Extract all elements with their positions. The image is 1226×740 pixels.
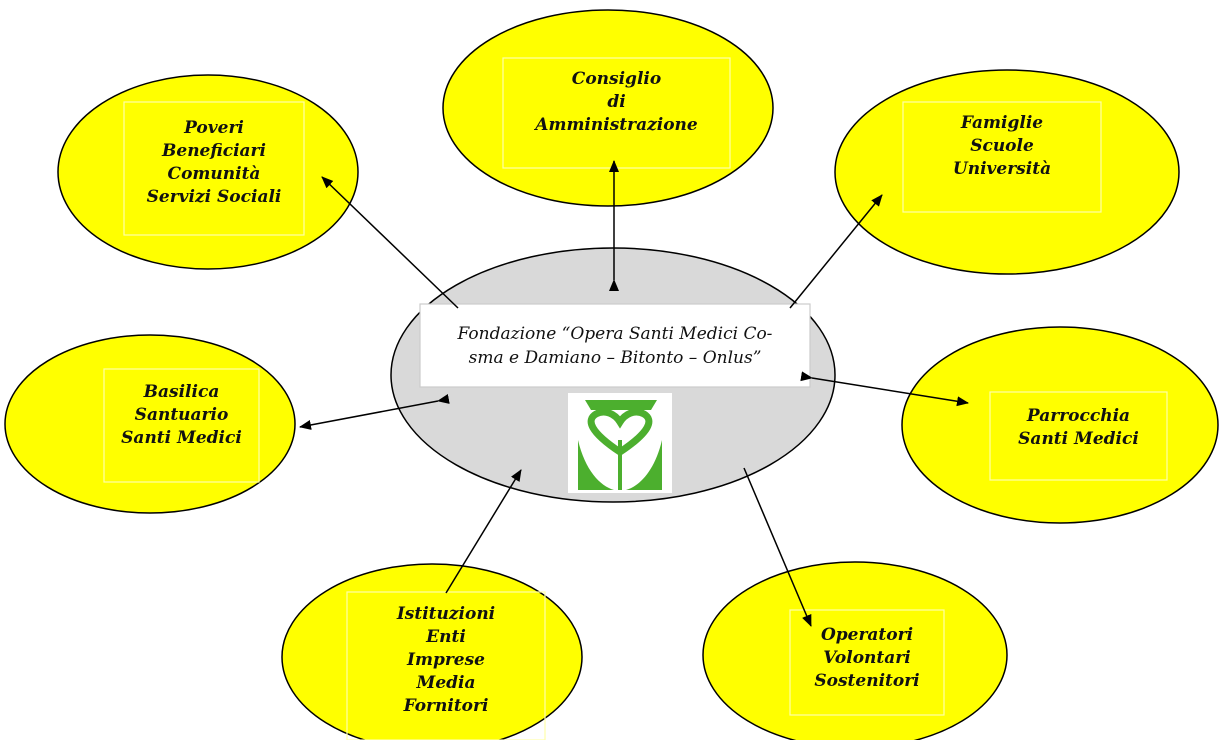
center-line: sma e Damiano – Bitonto – Onlus” — [468, 347, 762, 368]
center-label: Fondazione “Opera Santi Medici Co- sma e… — [420, 304, 810, 387]
logo-left-wing — [578, 440, 614, 490]
logo-right-wing — [626, 440, 662, 490]
basilica-box — [103, 368, 260, 483]
famiglie-label: Famiglie Scuole Università — [903, 104, 1101, 189]
poveri-line: Servizi Sociali — [146, 187, 282, 207]
famiglie-ellipse — [834, 69, 1180, 275]
poveri-line: Poveri — [184, 118, 244, 138]
connector-famiglie — [789, 194, 883, 309]
consiglio-line: Consiglio — [571, 69, 662, 89]
poveri-label: Poveri Beneficiari Comunità Servizi Soci… — [124, 108, 304, 218]
operatori-line: Operatori — [820, 625, 914, 645]
parrocchia-box — [989, 391, 1168, 481]
consiglio-label: Consiglio di Amministrazione — [503, 60, 730, 145]
parrocchia-ellipse — [901, 326, 1219, 524]
istituzioni-line: Fornitori — [403, 696, 489, 716]
logo-wheat — [618, 440, 622, 490]
famiglie-line: Famiglie — [960, 113, 1044, 133]
consiglio-line: di — [607, 92, 626, 112]
istituzioni-line: Enti — [426, 627, 466, 647]
santi-medici-heart-logo-icon — [568, 393, 672, 493]
logo-heart — [587, 408, 653, 457]
basilica-label: Basilica Santuario Santi Medici — [104, 373, 259, 458]
istituzioni-label: Istituzioni Enti Imprese Media Fornitori — [347, 598, 545, 723]
istituzioni-line: Imprese — [407, 650, 485, 670]
istituzioni-line: Media — [416, 673, 476, 693]
poveri-line: Comunità — [167, 164, 261, 184]
famiglie-line: Scuole — [970, 136, 1034, 156]
consiglio-line: Amministrazione — [535, 115, 698, 135]
basilica-line: Santuario — [134, 405, 229, 425]
basilica-ellipse — [4, 334, 296, 514]
basilica-line: Santi Medici — [121, 428, 242, 448]
poveri-line: Beneficiari — [162, 141, 266, 161]
istituzioni-line: Istituzioni — [396, 604, 496, 624]
connector-operatori — [743, 467, 812, 627]
connector-basilica — [299, 394, 450, 430]
operatori-ellipse — [702, 561, 1008, 740]
famiglie-box — [902, 101, 1102, 213]
operatori-box — [789, 609, 945, 716]
poveri-ellipse — [57, 74, 359, 270]
center-text-box — [419, 303, 811, 388]
connector-poveri — [321, 176, 459, 309]
operatori-line: Volontari — [823, 648, 911, 668]
parrocchia-line: Santi Medici — [1018, 429, 1139, 449]
operatori-label: Operatori Volontari Sostenitori — [790, 616, 944, 701]
basilica-line: Basilica — [143, 382, 220, 402]
parrocchia-label: Parrocchia Santi Medici — [990, 400, 1167, 456]
logo-top-bar — [585, 400, 657, 410]
poveri-box — [123, 101, 305, 236]
operatori-line: Sostenitori — [814, 671, 920, 691]
parrocchia-line: Parrocchia — [1026, 406, 1131, 426]
istituzioni-ellipse — [281, 563, 583, 740]
connector-istituzioni — [445, 469, 522, 594]
connector-parrocchia — [800, 371, 969, 407]
consiglio-ellipse — [442, 9, 774, 207]
center-line: Fondazione “Opera Santi Medici Co- — [457, 323, 773, 344]
famiglie-line: Università — [952, 159, 1052, 179]
